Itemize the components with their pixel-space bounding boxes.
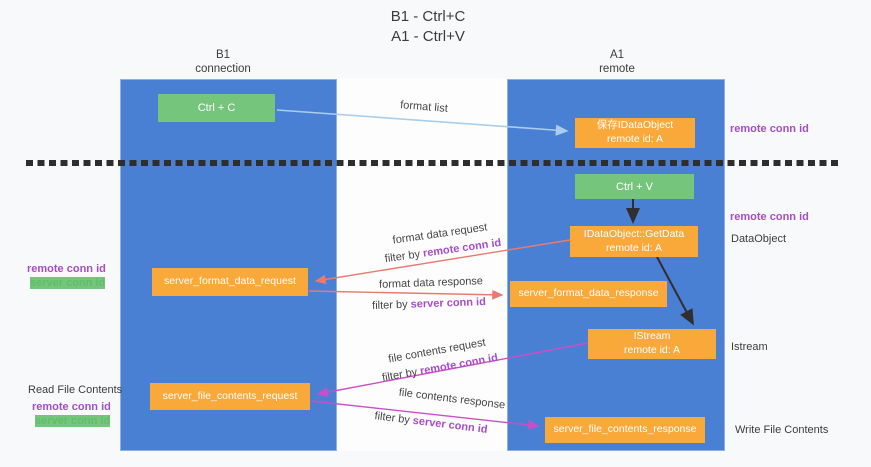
node-istream: IStream remote id: A: [588, 329, 716, 359]
right-remote-conn-id-mid: remote conn id: [730, 211, 809, 223]
ctrl-c-label: Ctrl + C: [197, 102, 236, 114]
lifeline-header-b1: B1 connection: [195, 48, 251, 77]
lifeline-b1-name: B1: [215, 49, 231, 61]
lifeline-a1-role: remote: [599, 63, 635, 76]
node-server-file-contents-response: server_file_contents_response: [545, 417, 705, 443]
server-file-contents-request-label: server_file_contents_request: [162, 389, 298, 402]
left-server-conn-id-bottom: server conn id: [35, 415, 111, 427]
node-server-file-contents-request: server_file_contents_request: [150, 383, 310, 410]
right-write-file-contents-label: Write File Contents: [735, 424, 829, 436]
dashed-divider-line: [26, 160, 838, 166]
title-line-1: B1 - Ctrl+C: [390, 8, 466, 25]
istream-line2: remote id: A: [623, 344, 681, 356]
ctrl-v-label: Ctrl + V: [616, 180, 653, 193]
getdata-line2: remote id: A: [605, 241, 663, 254]
left-read-file-contents-label: Read File Contents: [28, 384, 123, 396]
server-file-contents-response-label: server_file_contents_response: [553, 423, 697, 436]
title-line-2: A1 - Ctrl+V: [391, 28, 465, 46]
istream-line1: IStream: [633, 330, 671, 343]
left-remote-conn-id-top: remote conn id: [27, 263, 106, 275]
right-remote-conn-id-top: remote conn id: [730, 123, 809, 135]
save-idataobject-line1: 保存IDataObject: [596, 119, 674, 132]
node-server-format-data-request: server_format_data_request: [152, 268, 308, 296]
left-server-conn-id-top: server conn id: [30, 277, 106, 289]
left-remote-conn-id-bottom: remote conn id: [32, 401, 111, 413]
server-format-data-request-label: server_format_data_request: [164, 275, 296, 288]
getdata-line1: IDataObject::GetData: [583, 227, 685, 240]
diagram-title: B1 - Ctrl+C A1 - Ctrl+V: [391, 7, 466, 48]
lifeline-a1-name: A1: [609, 49, 625, 61]
node-ctrl-c: Ctrl + C: [158, 94, 275, 122]
node-ctrl-v: Ctrl + V: [575, 174, 694, 199]
node-save-idataobject: 保存IDataObject remote id: A: [575, 118, 695, 148]
right-istream-label: Istream: [731, 341, 768, 353]
filter-by-text: filter by: [371, 298, 411, 312]
node-idataobject-getdata: IDataObject::GetData remote id: A: [570, 226, 698, 257]
server-format-data-response-label: server_format_data_response: [518, 287, 659, 300]
right-dataobject-label: DataObject: [731, 233, 787, 245]
save-idataobject-line2: remote id: A: [606, 133, 664, 145]
lifeline-b1-role: connection: [195, 63, 251, 76]
node-server-format-data-response: server_format_data_response: [510, 281, 667, 307]
lifeline-header-a1: A1 remote: [599, 48, 635, 77]
